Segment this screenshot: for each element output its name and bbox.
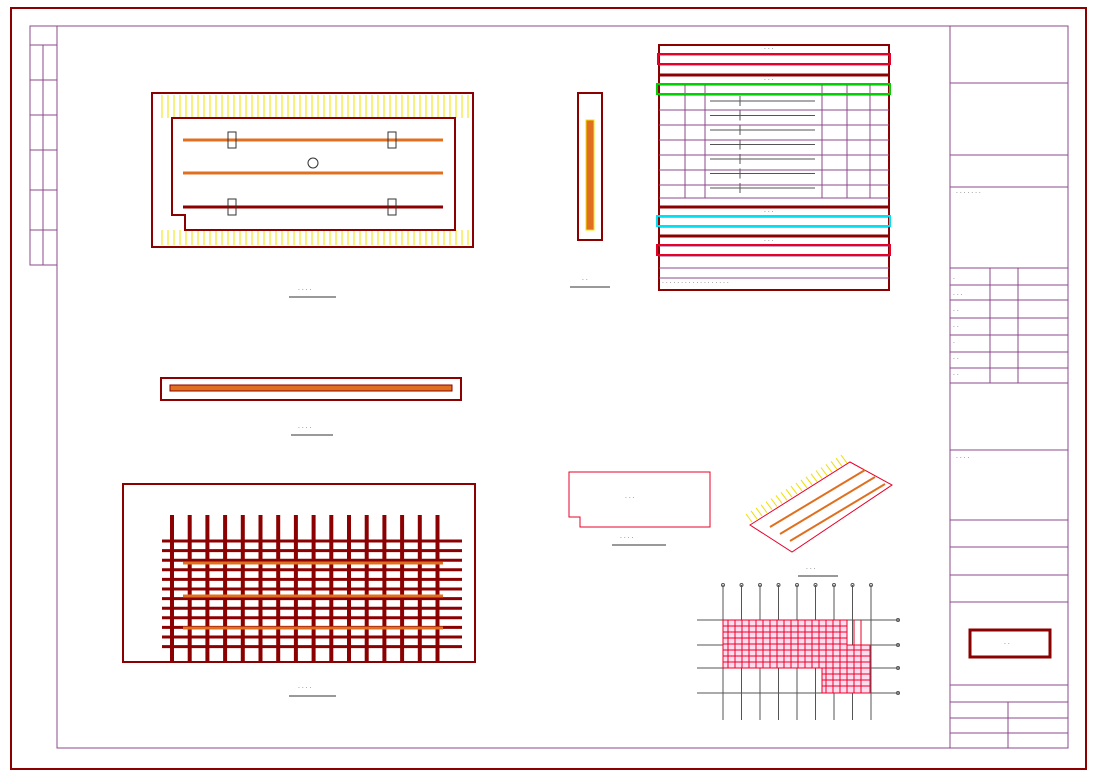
grid-bubble: [739, 583, 744, 587]
title-block-row-label: · ·: [953, 324, 959, 331]
detail-label: · · · ·: [620, 535, 633, 542]
highlight-red: [657, 53, 891, 65]
grid-bubble: [896, 643, 900, 647]
rebar-layout-view: [122, 483, 476, 663]
hatch-line: [755, 507, 763, 517]
side-view: [577, 92, 603, 241]
highlight-cyan: [656, 215, 891, 227]
highlight-green: [656, 83, 891, 95]
grid-bubble: [896, 691, 900, 695]
hatch-line: [830, 460, 838, 470]
grid-bubble: [896, 618, 900, 622]
side-view-label: · ·: [582, 277, 588, 284]
title-block-row-label: · ·: [953, 372, 959, 379]
hatch-line: [795, 482, 803, 492]
hatch-line: [800, 479, 808, 489]
hatch-line: [775, 495, 783, 504]
hatch-line: [765, 501, 773, 510]
hatch-line: [805, 476, 813, 486]
table-title-1: · · ·: [764, 46, 774, 53]
table-title-2: · · ·: [764, 77, 774, 84]
grid-bubble: [721, 583, 725, 587]
rebar-schedule-table: [656, 44, 891, 291]
title-block-row-label: · ·: [953, 308, 959, 315]
grid-bubble: [869, 583, 873, 587]
logo-box: [968, 628, 1052, 659]
hatch-line: [760, 504, 768, 514]
grid-bubble: [850, 583, 855, 587]
hatch-line: [825, 464, 833, 473]
logo-box-text: · ·: [1004, 641, 1010, 648]
site-grid-plan: [697, 583, 900, 720]
anchor-symbol: [387, 131, 397, 149]
hatch-line: [745, 513, 753, 523]
detail-box-text: · · ·: [625, 495, 635, 502]
highlight-red: [656, 244, 891, 256]
title-block-row-label: ·: [953, 340, 955, 347]
title-block-row-label: · · ·: [953, 292, 963, 299]
hatch-line: [835, 457, 843, 467]
isometric-view: [745, 454, 893, 553]
title-block-project: · · · · · · ·: [956, 190, 981, 197]
hatch-line: [790, 485, 798, 495]
grid-bubble: [758, 583, 762, 587]
elevation-view-label: · · · ·: [298, 425, 311, 432]
rebar-plan-label: · · · ·: [298, 685, 311, 692]
plan-view: [151, 92, 474, 248]
table-border: [658, 44, 890, 291]
grid-bubble: [776, 583, 781, 587]
title-block-drawing-title: · · · ·: [956, 455, 969, 462]
title-block-row-label: · ·: [953, 356, 959, 363]
hatch-line: [785, 488, 793, 498]
plan-view-label: · · · ·: [298, 287, 311, 294]
anchor-symbol: [227, 198, 237, 216]
hatch-line: [780, 491, 788, 501]
table-footnote: · · · · · · · · · · · · · · · · · ·: [662, 280, 729, 287]
anchor-symbol: [227, 131, 237, 149]
outer-frame: [10, 7, 1087, 770]
anchor-symbol: [387, 198, 397, 216]
hatch-line: [770, 498, 778, 507]
elevation-view: [160, 377, 462, 401]
hatch-line: [810, 473, 818, 483]
detail-outline: [568, 471, 711, 528]
left-revision-strip: [29, 25, 58, 266]
iso-label: · · ·: [806, 566, 816, 573]
title-block-border: [949, 25, 1069, 749]
hatch-line: [820, 467, 828, 476]
hatch-line: [750, 510, 758, 520]
hatch-line: [815, 470, 823, 479]
hatch-line: [840, 454, 848, 464]
grid-bubble: [896, 666, 900, 670]
grid-bubble: [832, 583, 836, 587]
table-title-4: · · ·: [764, 238, 774, 245]
title-block: · · · · · · · · · · · · ·: [949, 25, 1069, 749]
grid-bubble: [813, 583, 818, 587]
title-block-row-label: ·: [953, 276, 955, 283]
table-title-3: · · ·: [764, 209, 774, 216]
grid-bubble: [795, 583, 799, 587]
